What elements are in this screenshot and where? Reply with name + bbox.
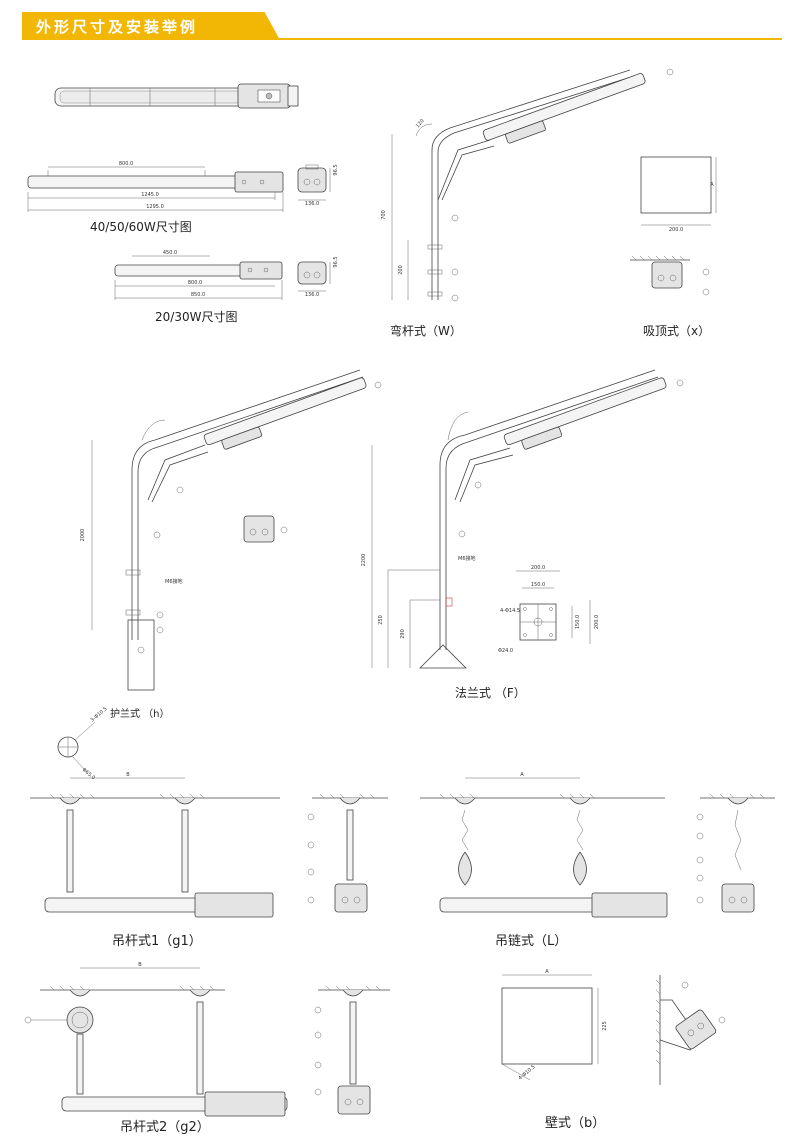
flange-drawing: 2200 250 290 M6接地 200.0 150.0 4-Φ14.5 Φ2… [361, 369, 684, 669]
flange-holes: 4-Φ14.5 [500, 608, 520, 614]
fixture-illustration [54, 83, 299, 109]
dim-290: 290 [400, 629, 406, 639]
pendant-rod-1-drawing: B [30, 772, 280, 918]
caption-wall: 壁式（b） [545, 1116, 606, 1131]
header-rule [22, 38, 782, 40]
dim-2000: 2000 [80, 529, 86, 542]
dim-a-wall: A [545, 969, 549, 975]
flange-dim-150: 150.0 [531, 582, 545, 588]
flange-dim-150v: 150.0 [575, 615, 581, 629]
dim-450: 450.0 [163, 250, 177, 256]
pendant-rod-1-side-view [307, 793, 388, 913]
dim-850: 850.0 [191, 292, 205, 298]
m6-ground-label-flange: M6接地 [458, 555, 476, 562]
caption-bent-pole: 弯杆式（W） [390, 324, 462, 338]
ceiling-mount-drawing: 200.0 A [630, 156, 717, 296]
section-title: 外形尺寸及安装举例 [36, 18, 199, 36]
pipe-flange-holes: 3-Φ10.5 [89, 706, 108, 723]
pendant-chain-side-view [696, 793, 775, 913]
caption-pendant-rod-1: 吊杆式1（g1） [112, 934, 202, 949]
guard-flange-drawing: 2000 M6接地 [80, 369, 382, 691]
dim-800: 800.0 [119, 161, 133, 167]
dim-1295: 1295.0 [146, 204, 164, 210]
dim-225: 225 [602, 1021, 608, 1031]
section-header: 外形尺寸及安装举例 [0, 12, 800, 40]
dim-b-g2: B [138, 962, 142, 968]
caption-ceiling: 吸顶式（x） [643, 324, 711, 338]
dim-120: 120 [415, 118, 426, 129]
caption-40-60w: 40/50/60W尺寸图 [90, 220, 192, 234]
caption-20-30w: 20/30W尺寸图 [155, 310, 238, 324]
wall-mount-drawing: A 225 4-Φ10.5 [501, 969, 726, 1085]
dim-136-b: 136.0 [305, 292, 319, 298]
caption-pendant-rod-2: 吊杆式2（g2） [120, 1120, 210, 1135]
dim-96-a: 96.5 [333, 164, 339, 175]
dim-200-ceiling: 200.0 [669, 227, 683, 233]
dim-800-b: 800.0 [188, 280, 202, 286]
m6-ground-label: M6接地 [165, 578, 183, 585]
pipe-flange-detail: 3-Φ10.5 Φ65.0 [57, 706, 109, 781]
dim-200: 200 [398, 265, 404, 275]
flange-dim-200v: 200.0 [594, 615, 600, 629]
header-tab-background [22, 12, 280, 40]
pendant-rod-2-drawing: B [24, 962, 288, 1117]
dim-drawing-20-30w: 450.0 800.0 850.0 136.0 96.5 [114, 250, 339, 300]
dim-250: 250 [378, 615, 384, 625]
dim-drawing-40-60w: 800.0 1245.0 1295.0 136.0 96.5 [27, 161, 339, 212]
wall-holes: 4-Φ10.5 [517, 1064, 536, 1081]
dim-b-g1: B [126, 772, 130, 778]
caption-pendant-chain: 吊链式（L） [495, 934, 568, 949]
dim-a-chain: A [520, 772, 524, 778]
dim-96-b: 96.5 [333, 256, 339, 267]
flange-dia: Φ24.0 [498, 648, 513, 654]
caption-guard-flange: 护兰式 （h） [110, 709, 170, 720]
pipe-flange-dia: Φ65.0 [81, 767, 96, 781]
caption-flange: 法兰式 （F） [455, 686, 526, 700]
dim-1245: 1245.0 [141, 192, 159, 198]
dim-136-a: 136.0 [305, 201, 319, 207]
bent-pole-drawing: 700 200 120 [381, 68, 674, 302]
flange-dim-200: 200.0 [531, 565, 545, 571]
dim-2200: 2200 [361, 554, 367, 567]
pendant-chain-drawing: A [420, 772, 668, 918]
pendant-rod-2-side-view [314, 985, 390, 1115]
dim-a-ceiling: A [710, 182, 714, 188]
dim-700: 700 [381, 210, 387, 220]
